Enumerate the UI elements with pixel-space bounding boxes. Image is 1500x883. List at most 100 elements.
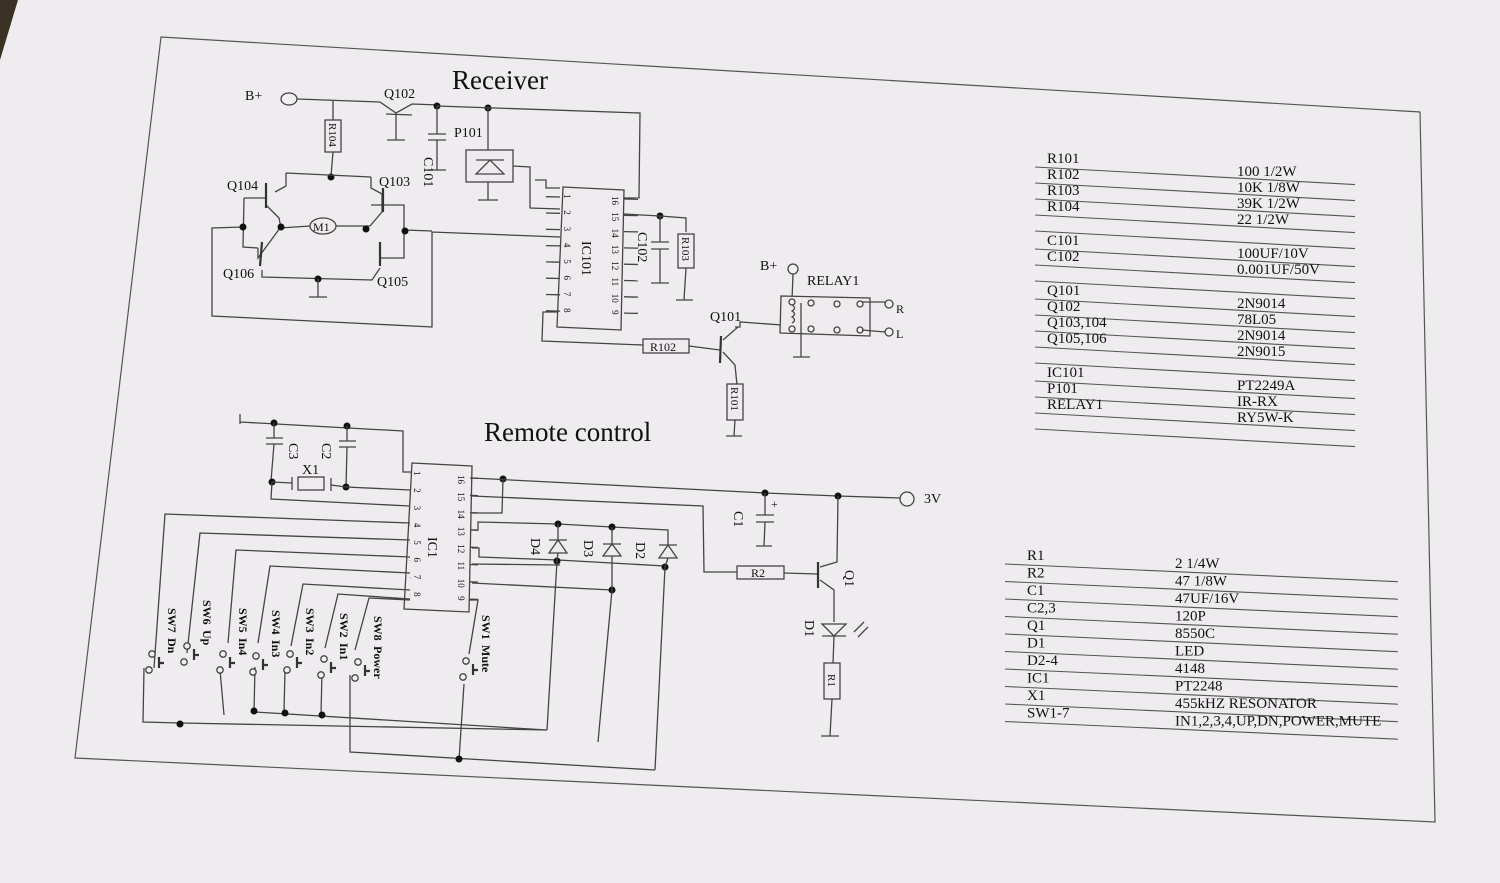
- bom-ref: Q103,104: [1047, 315, 1107, 331]
- ic-pin-number: 3: [412, 506, 422, 511]
- ic1-label: IC1: [424, 537, 439, 558]
- relay-contact: [807, 299, 815, 307]
- c1-label: C1: [730, 511, 745, 527]
- d1-label: D1: [801, 620, 816, 637]
- relay-contact: [856, 300, 864, 308]
- switch-actuator-icon: [471, 664, 478, 675]
- ic-pin-number: 12: [456, 544, 466, 553]
- relay-out-l-terminal: [884, 327, 894, 337]
- q105-label: Q105: [377, 275, 408, 290]
- switch-actuator-icon: [295, 657, 302, 668]
- m1-label: M1: [313, 220, 330, 234]
- wire: [239, 414, 413, 473]
- r1-label: R1: [825, 674, 837, 687]
- v3-terminal: [899, 491, 915, 507]
- c2-label: C2: [318, 443, 333, 459]
- wire: [270, 481, 411, 507]
- relay-contact: [833, 300, 841, 308]
- drawing-frame: [74, 36, 1436, 823]
- bom-rule: [1034, 198, 1356, 218]
- switch-terminal: [180, 658, 188, 666]
- switch-ref-label: SW3: [303, 608, 317, 633]
- wire: [478, 165, 561, 210]
- bplus2-terminal: [787, 263, 799, 275]
- r101-label: R101: [728, 387, 740, 411]
- switch-func-label: In2: [303, 638, 317, 655]
- bom-value: 8550C: [1175, 626, 1215, 642]
- switch-ref-label: SW2: [337, 613, 351, 638]
- bom-value: 2N9014: [1237, 328, 1286, 344]
- ic-pin-number: 4: [412, 523, 422, 528]
- bom-rule: [1034, 330, 1356, 350]
- bom-value: 2 1/4W: [1175, 556, 1220, 572]
- bom-ref: D2-4: [1027, 653, 1058, 669]
- bom-rule: [1034, 428, 1356, 448]
- ic-pin-number: 11: [610, 278, 620, 287]
- bom-rule: [1034, 182, 1356, 202]
- switch-actuator-icon: [157, 657, 164, 668]
- wire: [535, 179, 560, 189]
- ic-pin-number: 15: [610, 212, 620, 222]
- bom-ref: R104: [1047, 199, 1080, 215]
- bom-ref: R2: [1027, 566, 1045, 582]
- wire: [546, 560, 666, 771]
- wire: [676, 267, 693, 301]
- ic-pin-number: 14: [610, 229, 620, 239]
- switch-bus-wiring: [142, 513, 656, 771]
- bom-rule: [1004, 720, 1399, 740]
- bom-rule: [1034, 166, 1356, 186]
- ic-pin-number: 9: [456, 596, 466, 601]
- relay-contacts: [788, 298, 864, 334]
- wire: [436, 105, 641, 199]
- switch-actuator-icon: [363, 665, 370, 676]
- bom-value: 0.001UF/50V: [1237, 262, 1320, 278]
- ic-pin-number: 5: [412, 540, 422, 545]
- bom-ref: Q102: [1047, 299, 1080, 315]
- relay1-label: RELAY1: [807, 274, 859, 289]
- switch-terminal: [320, 655, 328, 663]
- c102-label: C102: [634, 232, 649, 262]
- ic-pin-number: 11: [456, 562, 466, 571]
- ic-pin-number: 8: [412, 592, 422, 597]
- junction-dot: [239, 223, 247, 231]
- bom-ref: C1: [1027, 583, 1045, 599]
- bom-rule: [1034, 380, 1356, 400]
- bom-ref: R103: [1047, 183, 1080, 199]
- switch-terminal: [351, 674, 359, 682]
- bom-rule: [1034, 248, 1356, 268]
- bom-rule: [1004, 598, 1399, 618]
- bom-value: 10K 1/8W: [1237, 180, 1301, 196]
- bom-rule: [1034, 362, 1356, 382]
- switch-func-label: Power: [371, 646, 385, 679]
- bom-rule: [1004, 615, 1399, 635]
- ic-pin-number: 14: [456, 510, 466, 519]
- r2-resistor: [736, 565, 785, 580]
- relay-out-r-label: R: [896, 302, 904, 316]
- switch-terminal: [148, 650, 156, 658]
- r2-label: R2: [751, 566, 765, 580]
- bom-ref: X1: [1027, 688, 1045, 704]
- bom-rule: [1034, 298, 1356, 318]
- ic-pin-number: 16: [610, 196, 620, 206]
- wire: [726, 419, 742, 437]
- bom-ref: Q105,106: [1047, 331, 1107, 347]
- q106-label: Q106: [223, 267, 254, 282]
- ic-pin-number: 10: [610, 294, 620, 304]
- bom-value: 47 1/8W: [1175, 574, 1228, 590]
- relay-contact: [788, 298, 796, 306]
- bplus-label: B+: [245, 89, 262, 104]
- c3-label: C3: [285, 443, 300, 459]
- bom-value: 39K 1/2W: [1237, 196, 1301, 212]
- v3-label: 3V: [924, 492, 941, 507]
- d2-diode: [657, 543, 679, 568]
- switch-terminal: [283, 666, 291, 674]
- ic-pin-number: 16: [456, 475, 466, 485]
- wire: [471, 477, 901, 573]
- d3-diode: [601, 527, 623, 590]
- switch-actuator-icon: [261, 659, 268, 670]
- ic-pin-number: 1: [412, 471, 422, 476]
- ic-pin-number: 9: [610, 310, 620, 315]
